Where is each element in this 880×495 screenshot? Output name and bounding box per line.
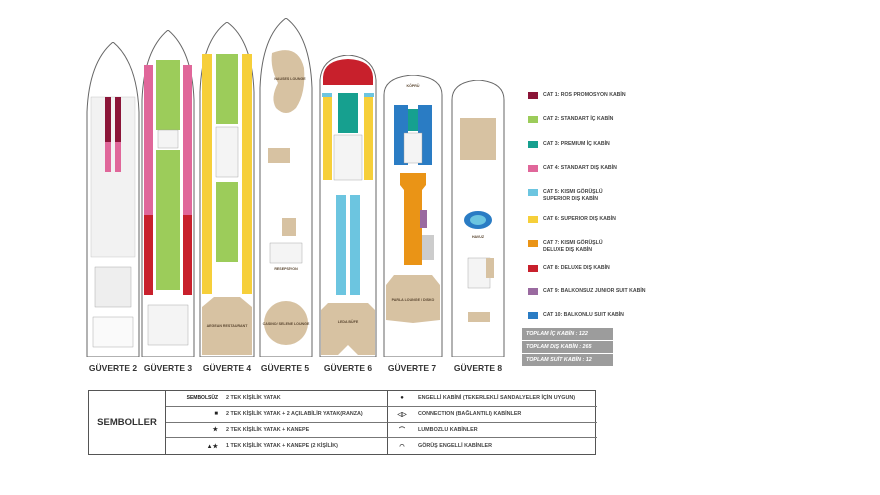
deck-2-label: GÜVERTE 2 <box>88 363 138 373</box>
legend-item-cat10: CAT 10: BALKONLU SUIT KABİN <box>528 312 678 319</box>
legend-label: CAT 1: ROS PROMOSYON KABİN <box>543 92 626 98</box>
deck-4-plan[interactable]: AEGEAN RESTAURANT <box>198 22 256 357</box>
deck-2-plan[interactable] <box>85 42 141 357</box>
symbol-desc: 1 TEK KİŞİLİK YATAK + KANEPE (2 KİŞİLİK) <box>226 443 338 450</box>
swatch <box>528 216 538 223</box>
legend-label: CAT 8: DELUXE DIŞ KABİN <box>543 265 610 271</box>
venue-parla-lounge: PARLA LOUNGE / DISKO <box>392 298 435 302</box>
deck-8-label: GÜVERTE 8 <box>453 363 503 373</box>
venue-kopru: KÖPRÜ <box>407 83 420 88</box>
legend-item-cat7: CAT 7: KISMI GÖRÜŞLÜ DELUXE DIŞ KABİN <box>528 240 608 254</box>
deck-4-label: GÜVERTE 4 <box>202 363 252 373</box>
venue-reception: RESEPSİYON <box>274 267 298 271</box>
connection-icon: ◁▷ <box>397 411 407 418</box>
legend-item-cat6: CAT 6: SUPERIOR DIŞ KABİN <box>528 216 678 223</box>
legend-label: CAT 7: KISMI GÖRÜŞLÜ DELUXE DIŞ KABİN <box>543 240 603 253</box>
legend-item-cat4: CAT 4: STANDART DIŞ KABİN <box>528 165 678 172</box>
total-inside-cabins: TOPLAM İÇ KABİN : 122 <box>522 328 613 340</box>
symbol-row: ⌒ LUMBOZLU KABİNLER <box>388 423 597 439</box>
deck-3-plan[interactable] <box>140 30 196 357</box>
legend-label: CAT 3: PREMIUM İÇ KABİN <box>543 141 610 147</box>
symbol-none: SEMBOLSÜZ <box>186 395 218 402</box>
swatch <box>528 240 538 247</box>
venue-aegean-restaurant: AEGEAN RESTAURANT <box>207 324 249 328</box>
symbol-desc: 2 TEK KİŞİLİK YATAK <box>226 395 281 402</box>
legend-item-cat3: CAT 3: PREMIUM İÇ KABİN <box>528 141 678 148</box>
venue-leda-bufe: LEDA BÜFE <box>338 319 359 324</box>
symbol-desc: 2 TEK KİŞİLİK YATAK + KANEPE <box>226 426 310 433</box>
swatch <box>528 165 538 172</box>
swatch <box>528 189 538 196</box>
symbol-row: ▲★ 1 TEK KİŞİLİK YATAK + KANEPE (2 KİŞİLİ… <box>166 438 388 454</box>
legend-item-cat9: CAT 9: BALKONSUZ JUNIOR SUIT KABİN <box>528 288 678 295</box>
legend-label: CAT 9: BALKONSUZ JUNIOR SUIT KABİN <box>543 288 646 294</box>
legend-label: CAT 10: BALKONLU SUIT KABİN <box>543 312 624 318</box>
symbol-desc: 2 TEK KİŞİLİK YATAK + 2 AÇILABİLİR YATAK… <box>226 411 363 418</box>
legend-item-cat8: CAT 8: DELUXE DIŞ KABİN <box>528 265 678 272</box>
legend-label: CAT 2: STANDART İÇ KABİN <box>543 116 614 122</box>
symbol-row: ◠ GÖRÜŞ ENGELLİ KABİNLER <box>388 438 597 454</box>
deck-7-label: GÜVERTE 7 <box>387 363 437 373</box>
legend-item-cat5: CAT 5: KISMI GÖRÜŞLÜ SUPERIOR DIŞ KABİN <box>528 189 628 203</box>
square-icon: ■ <box>214 411 218 418</box>
swatch <box>528 312 538 319</box>
porthole-icon: ⌒ <box>398 428 405 435</box>
total-suite-cabins: TOPLAM SUİT KABİN : 12 <box>522 354 613 366</box>
symbol-row: ◁▷ CONNECTION (BAĞLANTILI) KABİNLER <box>388 407 597 423</box>
symbol-desc: LUMBOZLU KABİNLER <box>418 426 478 433</box>
symbol-row: ★ 2 TEK KİŞİLİK YATAK + KANEPE <box>166 422 388 439</box>
deck-5-plan[interactable]: NAUSES LOUNGE RESEPSİYON CASINO/ SELENE … <box>258 18 314 357</box>
total-outside-cabins: TOPLAM DIŞ KABİN : 265 <box>522 341 613 353</box>
star-icon: ★ <box>212 427 218 434</box>
deck-6-plan[interactable]: LEDA BÜFE <box>318 55 378 357</box>
symbols-table: SEMBOLLER SEMBOLSÜZ 2 TEK KİŞİLİK YATAK ●… <box>88 390 597 455</box>
triangle-star-icon: ▲★ <box>206 443 218 450</box>
swatch <box>528 288 538 295</box>
venue-casino-selene: CASINO/ SELENE LOUNGE <box>263 322 310 326</box>
symbol-row: ● ENGELLİ KABİNİ (TEKERLEKLİ SANDALYELER … <box>388 391 597 407</box>
legend-item-cat1: CAT 1: ROS PROMOSYON KABİN <box>528 92 678 99</box>
deck-8-plan[interactable]: HAVUZ <box>450 80 506 357</box>
swatch <box>528 116 538 123</box>
legend-label: CAT 4: STANDART DIŞ KABİN <box>543 165 617 171</box>
symbol-desc: CONNECTION (BAĞLANTILI) KABİNLER <box>418 411 522 418</box>
symbol-row: ■ 2 TEK KİŞİLİK YATAK + 2 AÇILABİLİR YATA… <box>166 406 388 423</box>
deck-7-plan[interactable]: KÖPRÜ PARLA LOUNGE / DISKO <box>382 75 444 357</box>
symbols-title: SEMBOLLER <box>89 391 166 454</box>
venue-havuz: HAVUZ <box>472 235 485 239</box>
swatch <box>528 141 538 148</box>
accessible-dot-icon: ● <box>400 395 404 402</box>
deck-5-label: GÜVERTE 5 <box>260 363 310 373</box>
swatch <box>528 92 538 99</box>
venue-nauses-lounge: NAUSES LOUNGE <box>274 77 306 81</box>
symbol-row: SEMBOLSÜZ 2 TEK KİŞİLİK YATAK <box>166 391 388 407</box>
swatch <box>528 265 538 272</box>
deck-3-label: GÜVERTE 3 <box>143 363 193 373</box>
legend-label: CAT 6: SUPERIOR DIŞ KABİN <box>543 216 616 222</box>
obstructed-view-icon: ◠ <box>399 443 405 450</box>
deck-6-label: GÜVERTE 6 <box>323 363 373 373</box>
symbol-desc: ENGELLİ KABİNİ (TEKERLEKLİ SANDALYELER İ… <box>418 395 576 402</box>
legend-label: CAT 5: KISMI GÖRÜŞLÜ SUPERIOR DIŞ KABİN <box>543 189 603 202</box>
legend-item-cat2: CAT 2: STANDART İÇ KABİN <box>528 116 678 123</box>
symbol-desc: GÖRÜŞ ENGELLİ KABİNLER <box>418 443 492 450</box>
